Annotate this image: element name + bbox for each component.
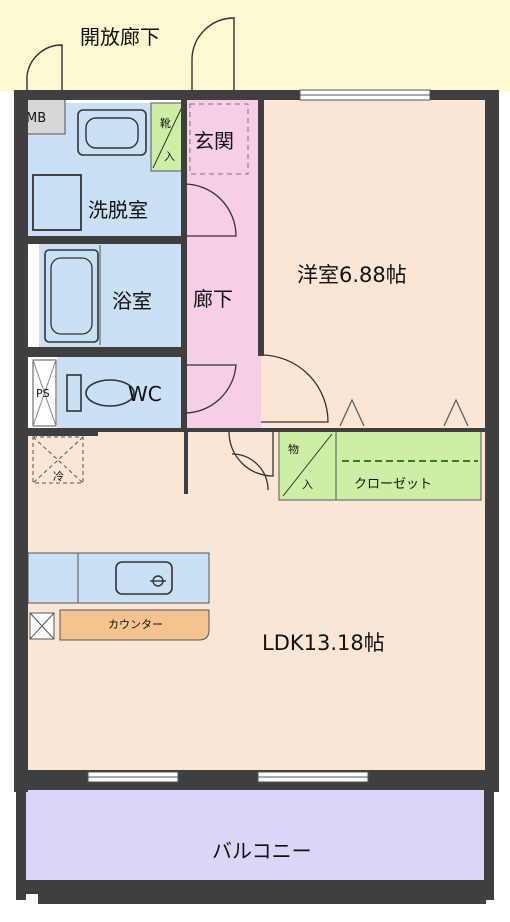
ps-cross — [32, 359, 57, 427]
shoe-storage-label-bottom: 入 — [164, 150, 175, 163]
storage-divider — [282, 433, 333, 497]
ldk-label: LDK13.18帖 — [262, 631, 385, 655]
interior-door-arcs — [183, 183, 329, 491]
washroom-label: 洗脱室 — [88, 198, 148, 222]
open-corridor-label: 開放廊下 — [80, 25, 160, 49]
ps-label: PS — [36, 387, 50, 400]
storage-label-top: 物 — [288, 442, 299, 456]
fridge-cross — [32, 436, 84, 484]
balcony-label: バルコニー — [212, 839, 312, 863]
washbasin-bowl — [85, 117, 139, 149]
entrance-label: 玄関 — [194, 129, 234, 153]
shoe-storage-divider — [152, 106, 183, 169]
counter-label: カウンター — [108, 618, 163, 631]
washing-machine-pan — [32, 174, 82, 231]
western-room-label: 洋室6.88帖 — [297, 263, 407, 287]
vent-cross — [29, 612, 55, 640]
balcony-area — [26, 790, 494, 882]
hallway-label: 廊下 — [193, 287, 233, 311]
bathtub-inner — [50, 257, 93, 335]
toilet-bowl — [85, 379, 135, 407]
western-room-area — [261, 98, 491, 428]
bathtub — [44, 249, 99, 343]
bathroom-label: 浴室 — [112, 289, 152, 313]
toilet-tank — [66, 374, 82, 412]
closet-area — [335, 429, 482, 501]
washbasin — [77, 109, 147, 156]
closet-label: クローゼット — [354, 477, 432, 492]
entrance-hall-area — [184, 98, 261, 430]
mb-label: MB — [26, 111, 46, 126]
entrance-step — [189, 103, 249, 175]
storage-label-bottom: 入 — [302, 478, 313, 491]
wc-label: WC — [128, 382, 162, 406]
fridge-space — [32, 436, 84, 484]
entry-door-arcs — [26, 17, 235, 90]
kitchen-sink — [115, 561, 173, 595]
fridge-label: 冷 — [53, 470, 64, 483]
open-corridor-area — [0, 0, 510, 92]
shoe-storage-label-top: 靴 — [160, 116, 171, 130]
closet-door-marks — [339, 398, 469, 427]
hall-lower-area — [184, 430, 261, 494]
counter-shape — [59, 609, 210, 641]
windows — [87, 89, 431, 783]
